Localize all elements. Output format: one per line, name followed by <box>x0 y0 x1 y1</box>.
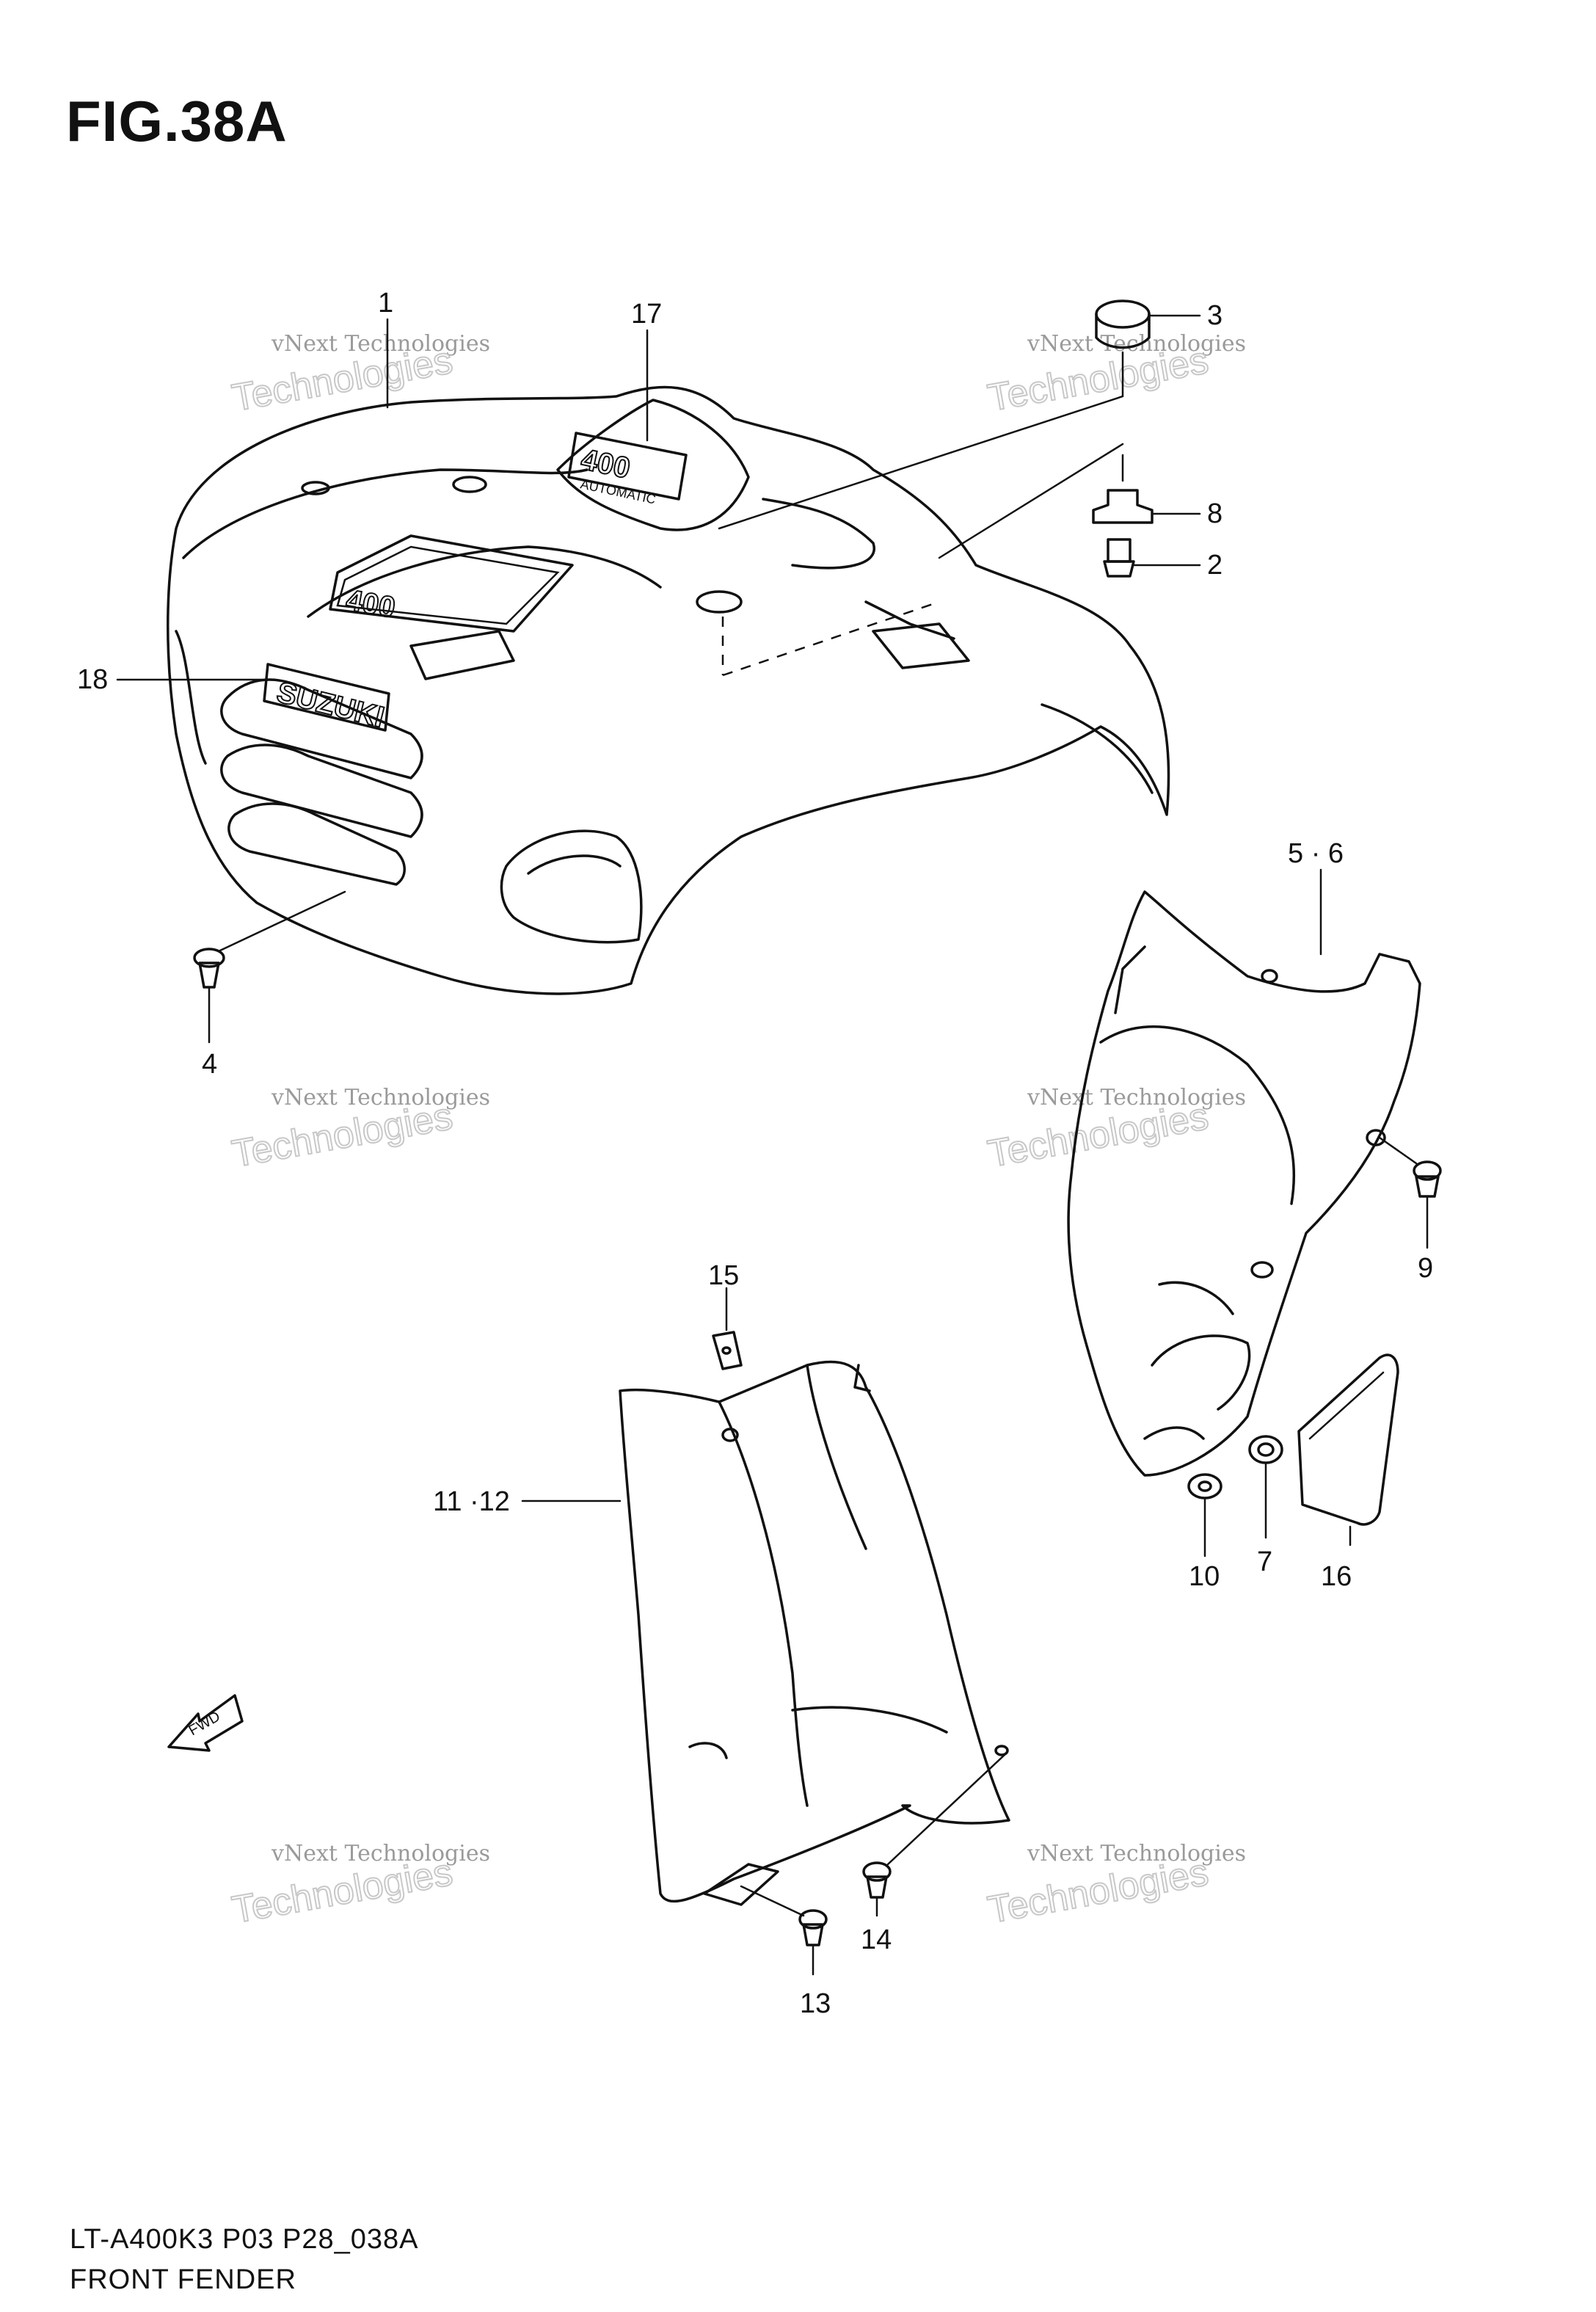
inner-panel-part-5-6[interactable] <box>1067 890 1421 1477</box>
callout-label-14: 14 <box>861 1924 892 1955</box>
leader-line <box>740 1885 805 1917</box>
figure-title: FIG.38A <box>66 89 288 153</box>
fwd-arrow-icon: FWD <box>167 1694 244 1752</box>
leader-line <box>938 443 1124 559</box>
watermark-3: vNext Technologies Technologies <box>228 1085 490 1177</box>
watermark-text-small: vNext Technologies <box>1027 331 1246 357</box>
cover-part-16[interactable] <box>1297 1353 1399 1526</box>
callout-label-7: 7 <box>1257 1546 1272 1577</box>
watermark-text-small: vNext Technologies <box>271 1841 490 1866</box>
callout-label-16: 16 <box>1321 1561 1352 1592</box>
callout-label-9: 9 <box>1418 1253 1433 1284</box>
callout-label-15: 15 <box>708 1260 739 1291</box>
section-name-footer: FRONT FENDER <box>70 2264 296 2295</box>
callout-label-3: 3 <box>1207 300 1222 331</box>
fwd-label: FWD <box>186 1709 223 1740</box>
leader-line <box>886 1753 1007 1866</box>
leader-line <box>1378 1136 1418 1165</box>
watermark-4: vNext Technologies Technologies <box>984 1085 1246 1177</box>
suzuki-badge-text: SUZUKI <box>274 676 387 734</box>
mud-guard-part-11-12[interactable] <box>619 1360 1010 1906</box>
hood-400-badge: 400 <box>343 584 397 625</box>
watermarks: vNext Technologies Technologies vNext Te… <box>228 331 1246 1933</box>
callout-label-10: 10 <box>1189 1561 1220 1592</box>
suzuki-badge: SUZUKI <box>263 663 390 735</box>
callout-label-4: 4 <box>202 1049 217 1080</box>
watermark-2: vNext Technologies Technologies <box>984 331 1246 421</box>
front-fender-part[interactable]: 400 400 AUTOMATIC <box>167 385 1170 995</box>
watermark-1: vNext Technologies Technologies <box>228 331 490 421</box>
model-code-footer: LT-A400K3 P03 P28_038A <box>70 2224 419 2255</box>
screw-part-4[interactable] <box>193 948 225 989</box>
watermark-text-small: vNext Technologies <box>1027 1085 1246 1110</box>
screw-part-14[interactable] <box>862 1861 892 1899</box>
callout-label-11-12: 11 ·12 <box>433 1486 510 1517</box>
bolt-part-2[interactable] <box>1103 538 1135 578</box>
clip-part-15[interactable] <box>712 1331 743 1370</box>
callout-label-17: 17 <box>631 299 662 330</box>
callout-label-13: 13 <box>800 1988 831 2019</box>
leader-line <box>219 890 346 952</box>
grommet-part-7[interactable] <box>1248 1435 1283 1464</box>
screw-part-9[interactable] <box>1413 1160 1442 1198</box>
watermark-text-small: vNext Technologies <box>271 1085 490 1110</box>
callout-label-5-6: 5 · 6 <box>1288 838 1344 869</box>
grommet-part-3[interactable] <box>1095 299 1151 349</box>
collar-part-8[interactable] <box>1092 489 1154 524</box>
watermark-text-small: vNext Technologies <box>1027 1841 1246 1866</box>
leader-line <box>718 351 1124 530</box>
watermark-text-small: vNext Technologies <box>271 331 490 357</box>
callout-label-8: 8 <box>1207 498 1222 529</box>
callout-label-2: 2 <box>1207 550 1222 581</box>
callouts: 1 17 3 8 2 18 4 5 · 6 9 15 <box>77 288 1433 2019</box>
callout-label-1: 1 <box>378 288 393 319</box>
watermark-5: vNext Technologies Technologies <box>228 1841 490 1933</box>
washer-part-10[interactable] <box>1187 1473 1222 1499</box>
watermark-6: vNext Technologies Technologies <box>984 1841 1246 1933</box>
callout-label-18: 18 <box>77 664 108 695</box>
screw-part-13[interactable] <box>798 1909 828 1946</box>
